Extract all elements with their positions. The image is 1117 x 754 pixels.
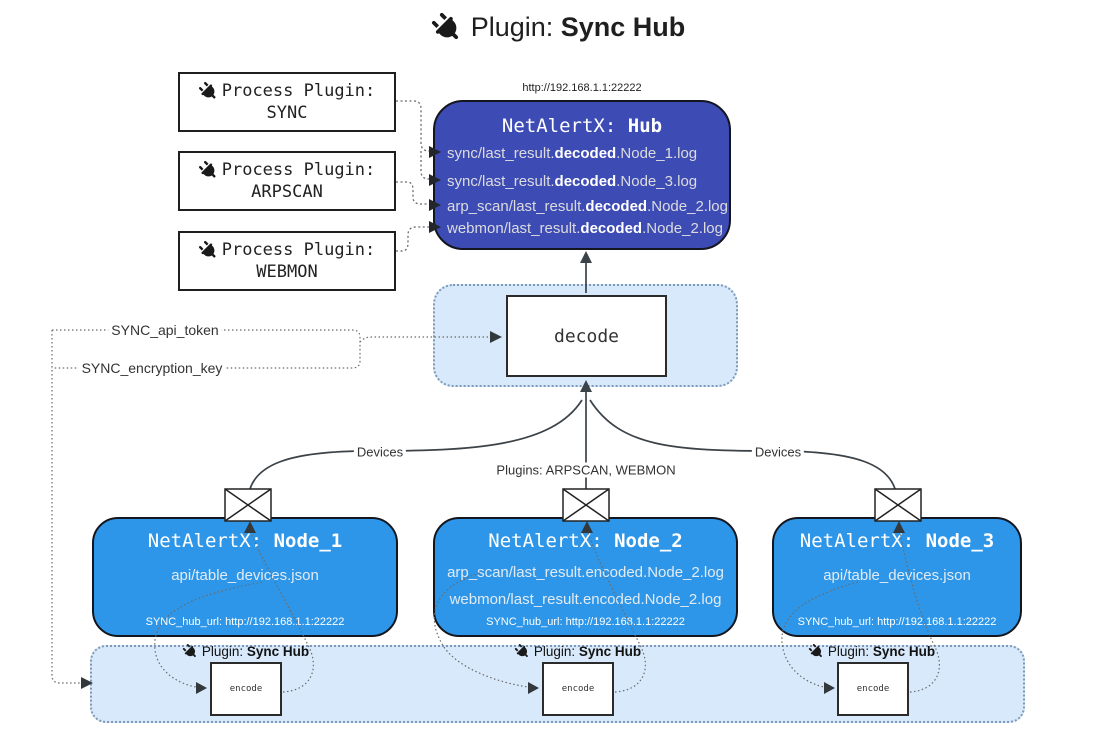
node-file: api/table_devices.json: [171, 567, 319, 584]
node-file: arp_scan/last_result.encoded.Node_2.log: [447, 564, 724, 581]
node-1: NetAlertX: Node_1 api/table_devices.json…: [92, 517, 398, 637]
devices-right-label: Devices: [751, 444, 805, 460]
node-file: webmon/last_result.encoded.Node_2.log: [449, 591, 722, 608]
process-plugin-sync: Process Plugin: SYNC: [178, 72, 396, 132]
encode-box-2: encode: [542, 662, 614, 716]
process-plugin-arpscan: Process Plugin: ARPSCAN: [178, 151, 396, 211]
page-title: Plugin: Sync Hub: [0, 12, 1117, 43]
sync-encryption-key-label: SYNC_encryption_key: [78, 360, 226, 376]
process-plugin-label: Process Plugin:: [221, 160, 376, 180]
encode-box-3: encode: [837, 662, 909, 716]
node-file: api/table_devices.json: [823, 567, 971, 584]
devices-left-label: Devices: [353, 444, 407, 460]
hub-log-line: sync/last_result.decoded.Node_3.log: [447, 173, 698, 190]
node-2: NetAlertX: Node_2 arp_scan/last_result.e…: [433, 517, 738, 637]
plug-icon: [180, 641, 201, 662]
node-hub-url: SYNC_hub_url: http://192.168.1.1:22222: [797, 616, 997, 628]
encoder-plugin-label: Plugin: Sync Hub: [515, 644, 641, 659]
plug-icon: [195, 157, 222, 184]
decode-box: decode: [506, 295, 667, 377]
process-plugin-label: Process Plugin:: [221, 240, 376, 260]
hub-url-label: http://192.168.1.1:22222: [522, 82, 642, 94]
hub-log-line: webmon/last_result.decoded.Node_2.log: [447, 220, 723, 237]
process-plugin-name: WEBMON: [256, 262, 318, 282]
node-hub-url: SYNC_hub_url: http://192.168.1.1:22222: [145, 616, 345, 628]
plug-icon: [195, 237, 222, 264]
encode-box-1: encode: [210, 662, 282, 716]
sync-api-token-label: SYNC_api_token: [108, 322, 222, 338]
hub-log-line: sync/last_result.decoded.Node_1.log: [447, 145, 698, 162]
encoder-plugin-label: Plugin: Sync Hub: [183, 644, 309, 659]
plugins-center-label: Plugins: ARPSCAN, WEBMON: [493, 462, 679, 478]
hub-title: NetAlertX: Hub: [501, 115, 663, 137]
process-plugin-webmon: Process Plugin: WEBMON: [178, 231, 396, 291]
plug-icon: [425, 6, 467, 48]
process-plugin-name: ARPSCAN: [251, 182, 323, 202]
node-hub-url: SYNC_hub_url: http://192.168.1.1:22222: [486, 616, 685, 628]
encoder-plugin-label: Plugin: Sync Hub: [809, 644, 935, 659]
process-plugin-name: SYNC: [266, 103, 308, 123]
node-title: NetAlertX: Node_3: [799, 530, 995, 552]
node-title: NetAlertX: Node_1: [147, 530, 343, 552]
hub-log-line: arp_scan/last_result.decoded.Node_2.log: [447, 198, 728, 215]
plug-icon: [195, 78, 222, 105]
node-title: NetAlertX: Node_2: [488, 530, 683, 552]
hub-node: NetAlertX: Hub sync/last_result.decoded.…: [433, 100, 731, 250]
page-title-text: Plugin: Sync Hub: [470, 12, 686, 42]
plugin-to-hub-edges: [396, 100, 430, 252]
node-3: NetAlertX: Node_3 api/table_devices.json…: [772, 517, 1022, 637]
plug-icon: [806, 641, 827, 662]
process-plugin-label: Process Plugin:: [221, 81, 376, 101]
plug-icon: [512, 641, 533, 662]
